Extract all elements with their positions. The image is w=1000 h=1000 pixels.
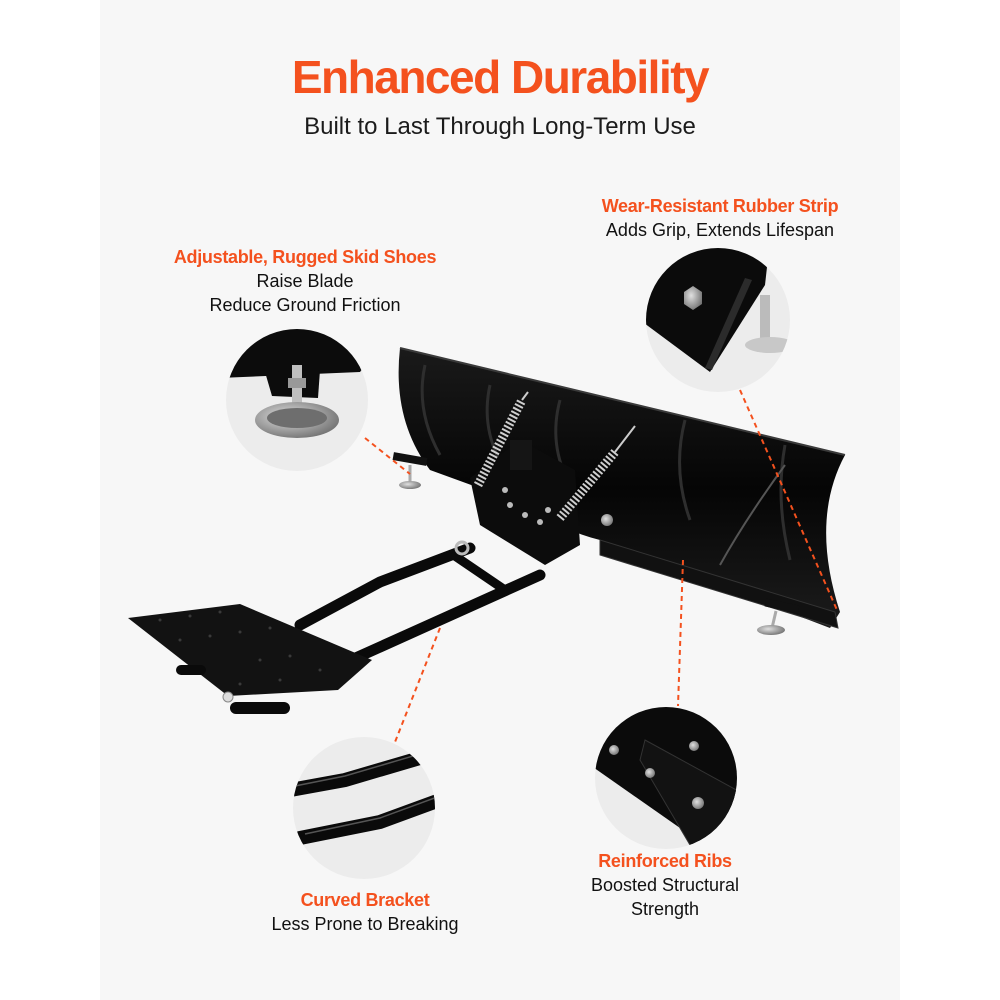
callout-line: Less Prone to Breaking: [271, 914, 459, 934]
callout-reinforced-ribs: Reinforced Ribs Boosted Structural Stren…: [560, 849, 770, 921]
leader-lines: [364, 389, 838, 743]
page-title: Enhanced Durability: [291, 51, 710, 103]
callout-line: Boosted Structural: [590, 875, 740, 895]
callout-title: Reinforced Ribs: [598, 851, 732, 871]
callout-line: Strength: [630, 899, 700, 919]
callout-line: Reduce Ground Friction: [209, 295, 401, 315]
callout-title: Wear-Resistant Rubber Strip: [601, 196, 839, 216]
callout-line: Adds Grip, Extends Lifespan: [605, 220, 835, 240]
push-frame: [294, 540, 546, 671]
callout-title: Curved Bracket: [300, 890, 430, 910]
pivot-bracket: [470, 391, 636, 565]
callout-rubber-strip: Wear-Resistant Rubber Strip Adds Grip, E…: [560, 194, 880, 242]
callout-line: Raise Blade: [256, 271, 354, 291]
callout-skid-shoes: Adjustable, Rugged Skid Shoes Raise Blad…: [140, 245, 470, 317]
callout-title: Adjustable, Rugged Skid Shoes: [173, 247, 437, 267]
page-subtitle: Built to Last Through Long-Term Use: [304, 113, 696, 140]
curved-bracket-detail-circle: [293, 737, 435, 879]
skid-shoe-detail-circle: [226, 329, 368, 471]
callout-curved-bracket: Curved Bracket Less Prone to Breaking: [240, 888, 490, 936]
mounting-plate: [128, 604, 372, 714]
plow-blade: [392, 347, 846, 635]
reinforced-ribs-detail-circle: [595, 707, 737, 849]
rubber-strip-detail-circle: [646, 248, 790, 392]
